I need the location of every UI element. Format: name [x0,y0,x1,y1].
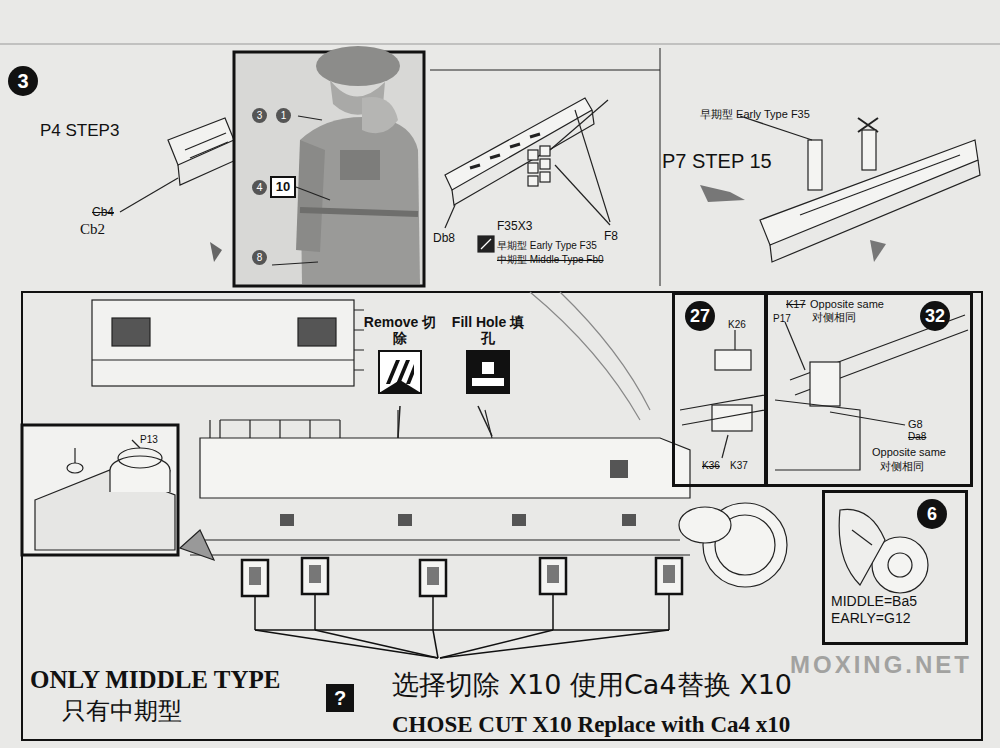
frame-number: 6 [917,499,947,529]
part-number: G8 [908,418,923,430]
watermark: MOXING.NET [790,652,972,678]
part-number: K37 [730,460,748,471]
instruction-text: 选择切除 X10 使用Ca4替换 X10 [392,670,792,700]
node-text: Fill Hole 填孔 [446,314,530,346]
node-text: Remove 切除 [360,314,440,346]
node-text: ? [326,684,354,712]
note-text: 对侧相同 [812,312,856,324]
frame-number: 32 [920,301,950,331]
part-number: K26 [728,319,746,330]
step-ref: P4 STEP3 [40,122,119,141]
remove-icon [378,350,422,394]
part-number: F8 [604,230,618,243]
part-number: Db8 [433,232,455,245]
callout-box: 10 [270,176,296,198]
callout-number: 4 [252,180,267,195]
note-heading: ONLY MIDDLE TYPE [30,666,281,694]
note-text: 对侧相同 [880,461,924,473]
type-note: 早期型 Early Type F35 [497,240,597,251]
step-circle: 3 [8,66,38,96]
part-number: Cb2 [80,221,105,238]
part-number: P13 [140,434,158,445]
fill-hole-icon [466,350,510,394]
node-text: 3 [8,66,38,96]
part-number: Cb4 [92,206,114,219]
part-number: P17 [773,313,791,324]
detail-frame: 6MIDDLE=Ba5 EARLY=G12 [822,490,968,645]
node-text: 10 [272,178,294,196]
type-note: 早期型 Early Type F35 [700,108,810,120]
detail-frame: 27 [672,292,767,487]
callout-number: 1 [276,108,291,123]
step-ref: P7 STEP 15 [662,150,772,172]
callout-number: 3 [252,108,267,123]
note-text: Opposite same [810,298,884,310]
frame-number: 27 [685,301,715,331]
callout-number: 8 [252,250,267,265]
note-text: Opposite same [872,446,946,458]
part-number: F35X3 [497,220,532,233]
note-heading: 只有中期型 [62,698,182,724]
symbol-icon: Fill Hole 填孔 [446,314,530,394]
part-number: K17 [786,298,806,310]
type-note: 中期型 Middle Type Fb0 [497,254,604,265]
question-box: ? [326,684,354,712]
symbol-icon: Remove 切除 [360,314,440,394]
part-number: K36 [702,460,720,471]
node-text: MIDDLE=Ba5 EARLY=G12 [831,593,943,627]
instruction-text: CHOSE CUT X10 Replace with Ca4 x10 [392,712,790,737]
part-number: Da8 [908,431,926,442]
